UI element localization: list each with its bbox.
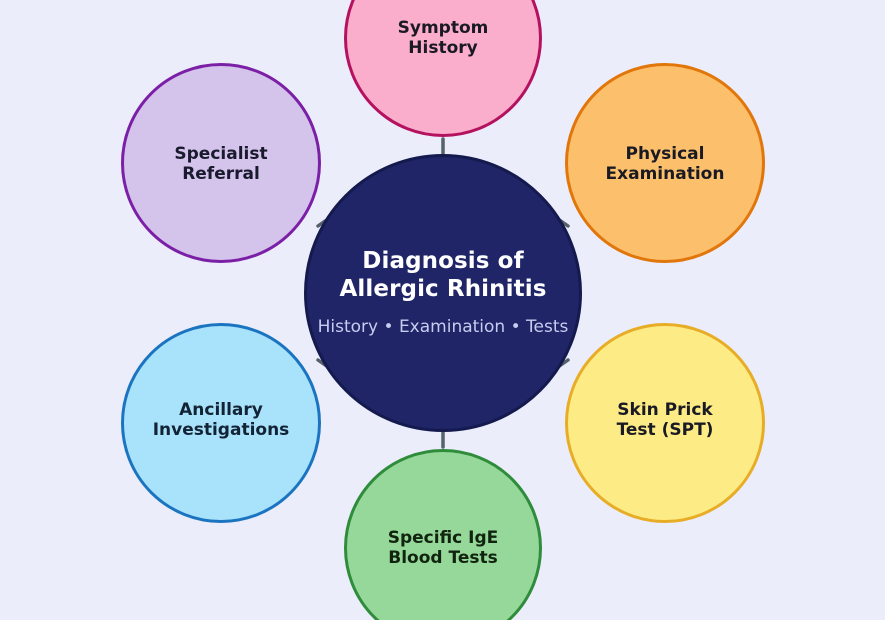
hub-title: Diagnosis of Allergic Rhinitis [339, 248, 547, 302]
node-physical-examination[interactable]: Physical Examination [565, 63, 765, 263]
node-skin-prick-test[interactable]: Skin Prick Test (SPT) [565, 323, 765, 523]
hub-subtitle: History • Examination • Tests [317, 317, 569, 338]
node-label-specialist-referral: Specialist Referral [174, 143, 268, 184]
node-label-ancillary-investigations: Ancillary Investigations [152, 399, 290, 440]
node-specific-ige-blood-tests[interactable]: Specific IgE Blood Tests [344, 449, 542, 620]
node-label-physical-examination: Physical Examination [605, 143, 725, 184]
node-specialist-referral[interactable]: Specialist Referral [121, 63, 321, 263]
node-label-symptom-history: Symptom History [397, 17, 489, 58]
node-ancillary-investigations[interactable]: Ancillary Investigations [121, 323, 321, 523]
node-label-skin-prick-test: Skin Prick Test (SPT) [616, 399, 714, 440]
node-label-specific-ige-blood-tests: Specific IgE Blood Tests [387, 527, 499, 568]
